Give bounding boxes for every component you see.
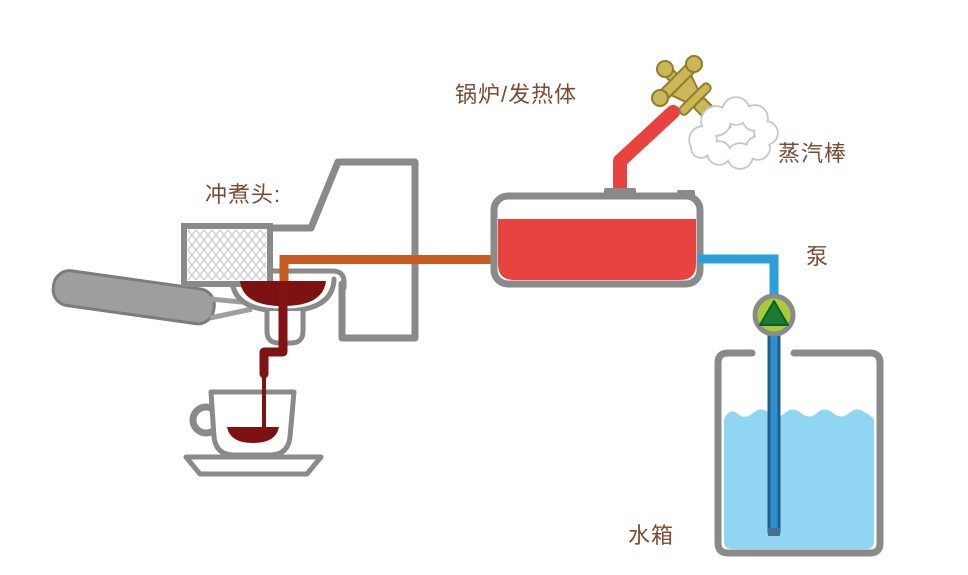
- water-tank: [714, 349, 884, 557]
- espresso-machine-body: [264, 158, 419, 342]
- cold-water-pipe: [698, 254, 779, 300]
- coffee-in-cup: [227, 427, 279, 443]
- steam-pipe: [613, 105, 680, 204]
- saucer: [183, 454, 324, 477]
- water-tank-label: 水箱: [628, 523, 675, 548]
- boiler-label: 锅炉/发热体: [455, 82, 578, 107]
- boiler: [490, 188, 704, 288]
- steam-cloud: [688, 96, 779, 170]
- tank-suction-pipe: [767, 330, 781, 536]
- boiler-water: [498, 219, 696, 280]
- hot-water-pipe: [279, 255, 494, 286]
- water: [724, 409, 874, 549]
- brew-head-box: [181, 223, 273, 287]
- steam-wand-label: 蒸汽棒: [778, 141, 848, 166]
- brew-head-label: 冲煮头:: [205, 182, 282, 207]
- coffee-cup: [183, 389, 324, 477]
- coffee-stream: [259, 287, 288, 429]
- pump-icon: [752, 293, 796, 337]
- pump-label: 泵: [806, 244, 830, 269]
